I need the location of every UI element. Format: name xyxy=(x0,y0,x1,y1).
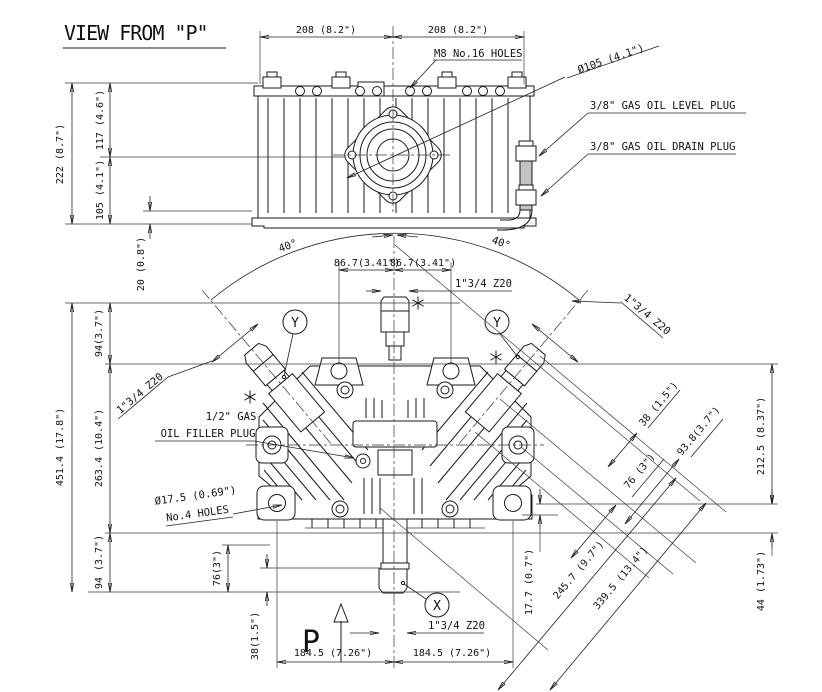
nameplate xyxy=(352,420,438,448)
main-view-dimensions: 40° 40° 86.7(3.41") 86.7(3.41") 1"3/4 Z2… xyxy=(55,232,778,690)
label-oil-level-plug: 3/8" GAS OIL LEVEL PLUG xyxy=(590,100,735,112)
label-spline-top: 1"3/4 Z20 xyxy=(455,278,512,290)
top-shaft xyxy=(380,296,410,361)
dim-1845-left: 184.5 (7.26") xyxy=(294,648,372,659)
dim-1845-right: 184.5 (7.26") xyxy=(413,648,491,659)
y-marker-right-label: Y xyxy=(493,316,501,331)
x-marker-label: X xyxy=(433,599,441,614)
title-block: VIEW FROM "P" xyxy=(63,21,226,49)
dim-20: 20 (0.8") xyxy=(136,237,147,291)
dim-38-right: 38 (1.5") xyxy=(637,380,680,429)
center-boss xyxy=(377,449,413,476)
oil-filler-plug xyxy=(355,453,371,469)
top-view-gearbox-side xyxy=(251,26,537,231)
face-bolts xyxy=(331,381,459,518)
dim-76-left: 76(3") xyxy=(212,550,223,586)
top-view-dimensions: 208 (8.2") 208 (8.2") M8 No.16 HOLES Ø10… xyxy=(55,25,746,291)
dim-2125: 212.5 (8.37") xyxy=(756,397,767,475)
dim-208-left: 208 (8.2") xyxy=(296,25,356,36)
dim-938: 93.8(3.7") xyxy=(676,405,723,458)
base-plate xyxy=(251,217,537,229)
dim-angle-left: 40° xyxy=(277,237,299,255)
dim-105: 105 (4.1") xyxy=(95,160,106,220)
x-marker: X xyxy=(400,580,450,618)
page-title: VIEW FROM "P" xyxy=(64,21,208,45)
bottom-shaft xyxy=(378,518,410,594)
dim-867-right: 86.7(3.41") xyxy=(390,258,456,269)
label-filler-line2: OIL FILLER PLUG xyxy=(161,428,256,440)
label-m8-holes: M8 No.16 HOLES xyxy=(434,48,523,60)
view-direction-p: P xyxy=(302,602,349,662)
oil-drain-plug xyxy=(515,189,537,206)
top-ear-left-hole xyxy=(330,362,348,380)
label-oil-drain-plug: 3/8" GAS OIL DRAIN PLUG xyxy=(590,141,735,153)
m8-bolt-holes xyxy=(295,86,505,96)
dim-177: 17.7 (0.7") xyxy=(524,549,535,615)
dim-2634: 263.4 (10.4") xyxy=(94,409,105,487)
dim-94-top: 94(3.7") xyxy=(94,309,105,357)
dim-222: 222 (8.7") xyxy=(55,124,66,184)
dim-38-left: 38(1.5") xyxy=(250,612,261,660)
mount-hole-right xyxy=(504,494,522,512)
cooling-fins-top-view xyxy=(267,98,509,213)
label-spline-right: 1"3/4 Z20 xyxy=(621,292,672,338)
dim-867-left: 86.7(3.41") xyxy=(334,258,400,269)
dim-angle-right: 40° xyxy=(490,234,512,252)
main-view-gearbox xyxy=(201,236,589,668)
dim-208-right: 208 (8.2") xyxy=(428,25,488,36)
label-spline-left: 1"3/4 Z20 xyxy=(114,371,165,417)
top-ear-right-hole xyxy=(442,362,460,380)
label-spline-bottom: 1"3/4 Z20 xyxy=(428,620,485,632)
oil-pipe-assembly xyxy=(497,140,537,231)
dim-94-bottom: 94 (3.7") xyxy=(94,535,105,589)
y-marker-left-label: Y xyxy=(291,316,299,331)
y-marker-right: Y xyxy=(484,309,521,360)
dim-44: 44 (1.73") xyxy=(756,551,767,611)
mount-hole-left xyxy=(268,494,286,512)
label-filler-line1: 1/2" GAS xyxy=(206,411,257,423)
asterisk-icon xyxy=(244,296,502,404)
oil-level-plug xyxy=(515,145,537,162)
dim-4514: 451.4 (17.8") xyxy=(55,408,66,486)
dim-76-right: 76 (3") xyxy=(622,452,658,491)
angle-arc xyxy=(210,232,580,301)
label-holes-line2: No.4 HOLES xyxy=(165,504,229,525)
y-marker-left: Y xyxy=(281,309,308,380)
dim-117: 117 (4.6") xyxy=(95,90,106,150)
p-label: P xyxy=(302,625,320,660)
